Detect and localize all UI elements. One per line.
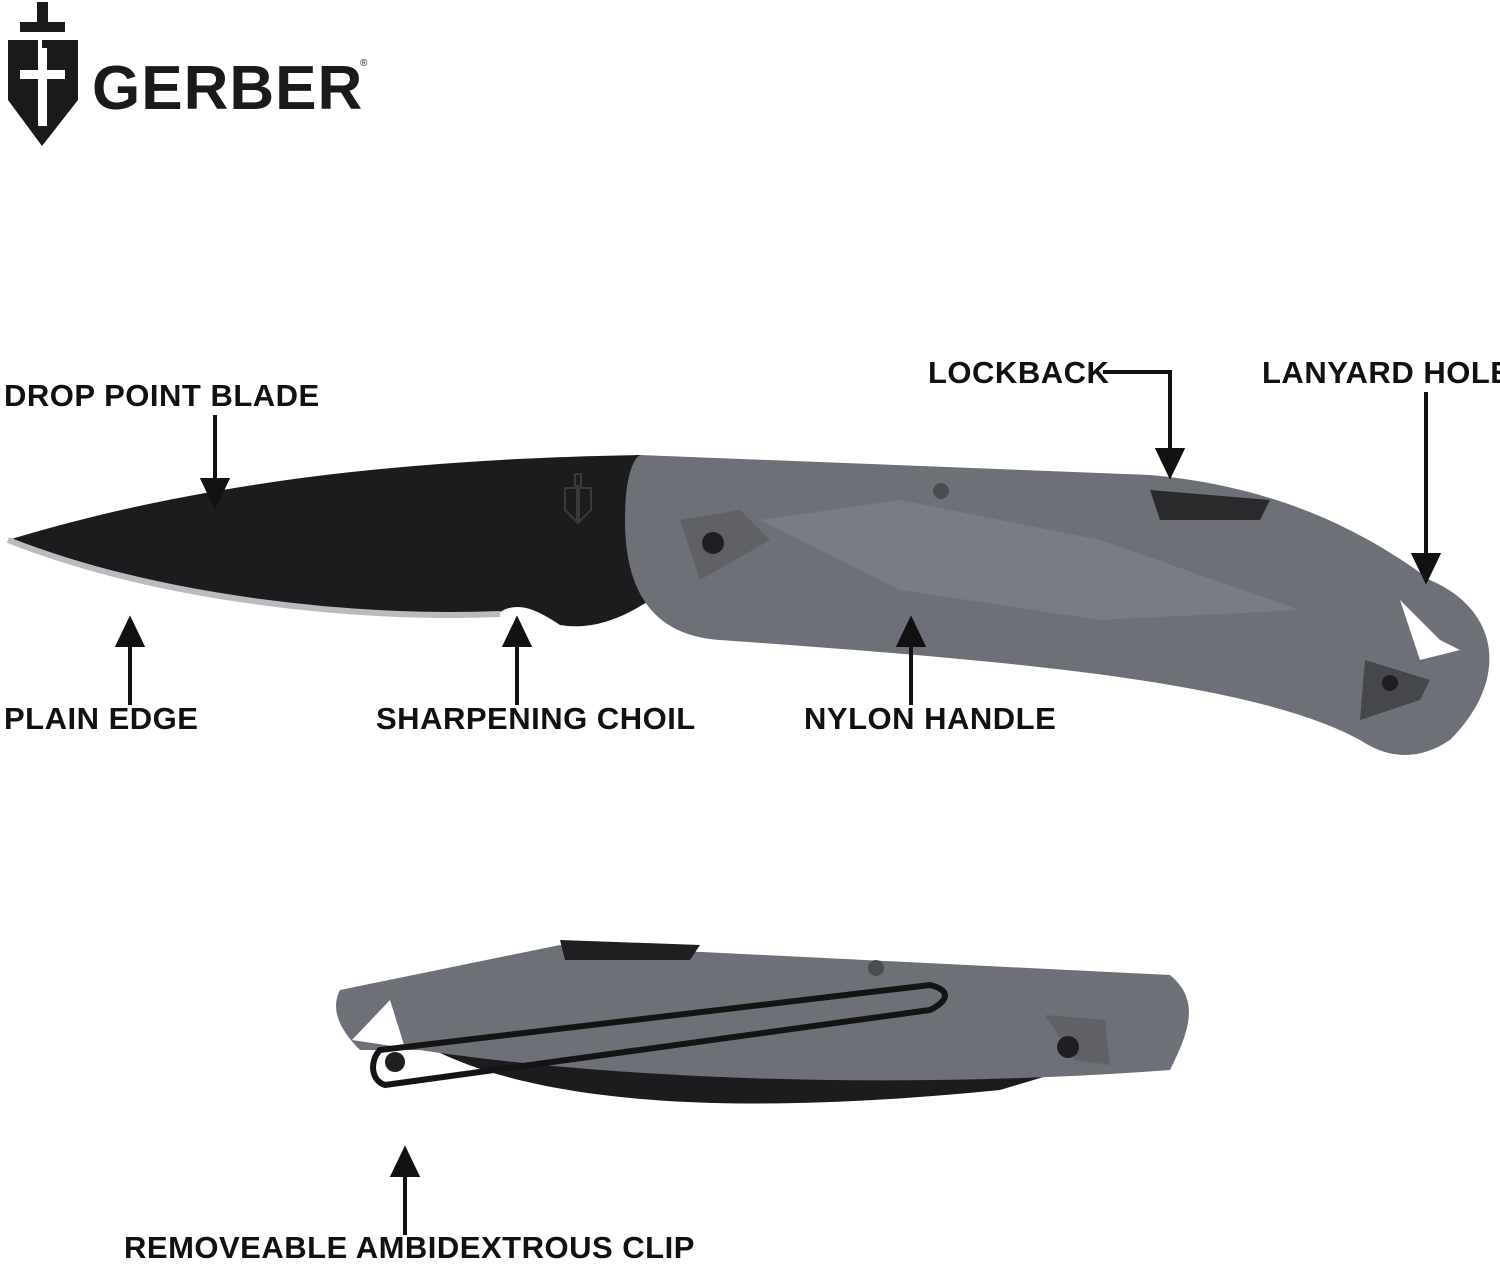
arrow-icon [114,370,1442,1235]
handle-screw [933,483,949,499]
pivot-screw [702,532,724,554]
handle-facet [760,500,1300,620]
lanyard-hole [1400,600,1460,660]
pocket-clip [370,981,948,1089]
closed-knife-blade [400,1030,1100,1104]
callout-sharpening-choil: SHARPENING CHOIL [376,701,696,736]
lockback-notch [1150,490,1270,520]
callout-removeable-clip: REMOVEABLE AMBIDEXTROUS CLIP [124,1230,695,1265]
blade-logo-icon [564,473,592,525]
brand-wordmark: GERBER [92,54,364,123]
rear-clip-mount [1360,660,1430,720]
callout-plain-edge: PLAIN EDGE [4,701,199,736]
knife-blade [8,455,650,627]
callout-nylon-handle: NYLON HANDLE [804,701,1057,736]
registered-mark: ® [360,58,368,69]
pivot-triangle [680,510,770,580]
closed-pivot-triangle [1045,1015,1110,1065]
closed-lanyard-hole [352,1000,405,1048]
closed-knife-handle [336,945,1189,1081]
callout-lanyard-hole: LANYARD HOLE [1262,355,1500,390]
callout-lockback: LOCKBACK [928,355,1110,390]
callout-drop-point-blade: DROP POINT BLADE [4,378,320,413]
blade-edge [6,537,501,618]
closed-knife-lock [560,940,700,960]
gerber-logo-icon [8,2,78,146]
